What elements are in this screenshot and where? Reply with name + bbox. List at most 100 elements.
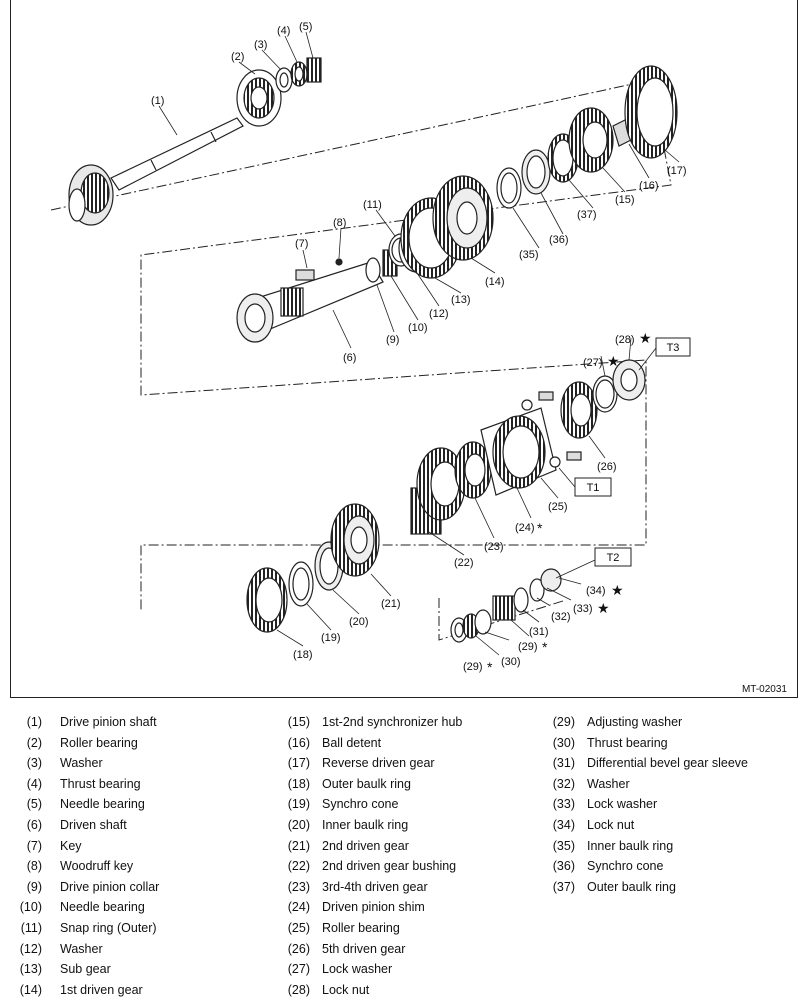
legend-item-label: Roller bearing	[60, 735, 138, 750]
legend-item-label: Key	[60, 838, 82, 853]
exploded-view-drawing: T1 T2 T3	[50, 21, 691, 675]
callout-2: (2)	[231, 51, 244, 63]
legend-item-label: Lock washer	[587, 797, 658, 812]
callout-29-b-asterisk: *	[487, 659, 493, 675]
legend-item-number: (3)	[26, 756, 42, 771]
legend-item-number: (33)	[552, 797, 575, 812]
legend-item-label: 5th driven gear	[322, 941, 406, 956]
legend-item-number: (18)	[287, 776, 310, 791]
legend-item-number: (10)	[19, 900, 42, 915]
legend-item-label: Differential bevel gear sleeve	[587, 756, 748, 771]
callout-1: (1)	[151, 95, 164, 107]
callout-23: (23)	[484, 541, 504, 553]
callout-21: (21)	[381, 598, 401, 610]
legend-item-label: Thrust bearing	[60, 776, 141, 791]
legend-item-label: Reverse driven gear	[322, 756, 435, 771]
gears-26-28-part	[560, 359, 646, 439]
legend-item-label: Outer baulk ring	[322, 776, 411, 791]
torque-box-t1: T1	[574, 477, 612, 497]
callout-14: (14)	[485, 276, 505, 288]
legend-item-label: Woodruff key	[60, 859, 134, 874]
legend-item-label: Washer	[60, 941, 103, 956]
legend-item-label: Ball detent	[322, 735, 382, 750]
legend-item-label: Snap ring (Outer)	[60, 920, 157, 935]
lower-left-gears-18-21-part	[246, 503, 380, 633]
legend-item-number: (2)	[26, 735, 42, 750]
callout-33-star: ★	[597, 600, 610, 616]
legend-item-number: (9)	[26, 879, 42, 894]
callout-leaders	[158, 31, 680, 656]
legend-item-label: 3rd-4th driven gear	[322, 879, 428, 894]
legend-item-label: Sub gear	[60, 962, 111, 977]
legend-item-label: Synchro cone	[587, 859, 664, 874]
callout-36: (36)	[549, 234, 569, 246]
legend-item-number: (34)	[552, 817, 575, 832]
figure-code: MT-02031	[741, 684, 787, 695]
callout-3: (3)	[254, 39, 267, 51]
callout-34: (34)	[586, 585, 606, 597]
legend-item-label: Thrust bearing	[587, 735, 668, 750]
callout-32: (32)	[551, 611, 571, 623]
callout-7: (7)	[295, 238, 308, 250]
roller-bearing-2-part	[236, 69, 282, 127]
callout-labels: (1) (2) (3) (4) (5) (6) (7) (8) (9) (10)…	[151, 21, 687, 675]
bearing-plate-24-25-part	[480, 391, 582, 496]
callout-17: (17)	[667, 165, 687, 177]
legend-item-number: (27)	[287, 962, 310, 977]
thrust-bearing-4-part	[290, 61, 308, 87]
legend-item-number: (6)	[26, 817, 42, 832]
callout-31: (31)	[529, 626, 549, 638]
torque-label-t2: T2	[607, 552, 620, 564]
legend-item-number: (15)	[287, 715, 310, 729]
callout-34-star: ★	[611, 582, 624, 598]
legend-item-label: Drive pinion shaft	[60, 715, 157, 729]
callout-11: (11)	[363, 199, 382, 211]
legend-item-number: (32)	[552, 776, 575, 791]
exploded-view-figure: T1 T2 T3	[10, 0, 798, 698]
legend-item-label: Washer	[587, 776, 630, 791]
torque-label-t3: T3	[667, 342, 680, 354]
legend-item-label: Inner baulk ring	[322, 817, 409, 832]
legend-item-label: Roller bearing	[322, 920, 400, 935]
legend-item-label: 2nd driven gear bushing	[322, 859, 457, 874]
torque-leaders	[555, 347, 657, 579]
legend-item-number: (4)	[26, 776, 42, 791]
legend-item-number: (21)	[287, 838, 310, 853]
legend-item-label: Inner baulk ring	[587, 838, 674, 853]
legend-item-label: Outer baulk ring	[587, 879, 676, 894]
legend-item-label: Lock nut	[587, 817, 635, 832]
parts-legend: (1)Drive pinion shaft(2)Roller bearing(3…	[0, 712, 804, 1002]
driven-shaft-part	[236, 258, 384, 343]
legend-item-number: (22)	[287, 859, 310, 874]
legend-item-number: (20)	[287, 817, 310, 832]
legend-item-number: (28)	[287, 982, 310, 997]
legend-item-number: (5)	[26, 797, 42, 812]
callout-35: (35)	[519, 249, 539, 261]
legend-item-number: (14)	[19, 982, 42, 997]
legend-item-number: (30)	[552, 735, 575, 750]
legend-item-number: (11)	[20, 920, 42, 935]
gears-22-23-part	[410, 441, 492, 535]
callout-26: (26)	[597, 461, 617, 473]
legend-item-number: (17)	[287, 756, 310, 771]
callout-27: (27)	[583, 357, 603, 369]
callout-20: (20)	[349, 616, 369, 628]
callout-16: (16)	[639, 180, 659, 192]
legend-item-label: 1st driven gear	[60, 982, 143, 997]
callout-29-b: (29)	[463, 661, 483, 673]
callout-29-a-asterisk: *	[542, 639, 548, 655]
callout-4: (4)	[277, 25, 290, 37]
callout-37: (37)	[577, 209, 597, 221]
legend-item-number: (37)	[552, 879, 575, 894]
legend-item-label: Driven shaft	[60, 817, 127, 832]
needle-bearing-5-part	[306, 57, 322, 83]
legend-item-label: Needle bearing	[60, 797, 145, 812]
callout-27-star: ★	[607, 353, 620, 369]
legend-item-label: Lock nut	[322, 982, 370, 997]
callout-22: (22)	[454, 557, 474, 569]
legend-item-label: 2nd driven gear	[322, 838, 409, 853]
washer-3-part	[275, 67, 293, 93]
legend-item-number: (26)	[287, 941, 310, 956]
synchro-rings-35-37-part	[496, 133, 579, 209]
synchronizer-hub-15-part	[568, 107, 614, 173]
